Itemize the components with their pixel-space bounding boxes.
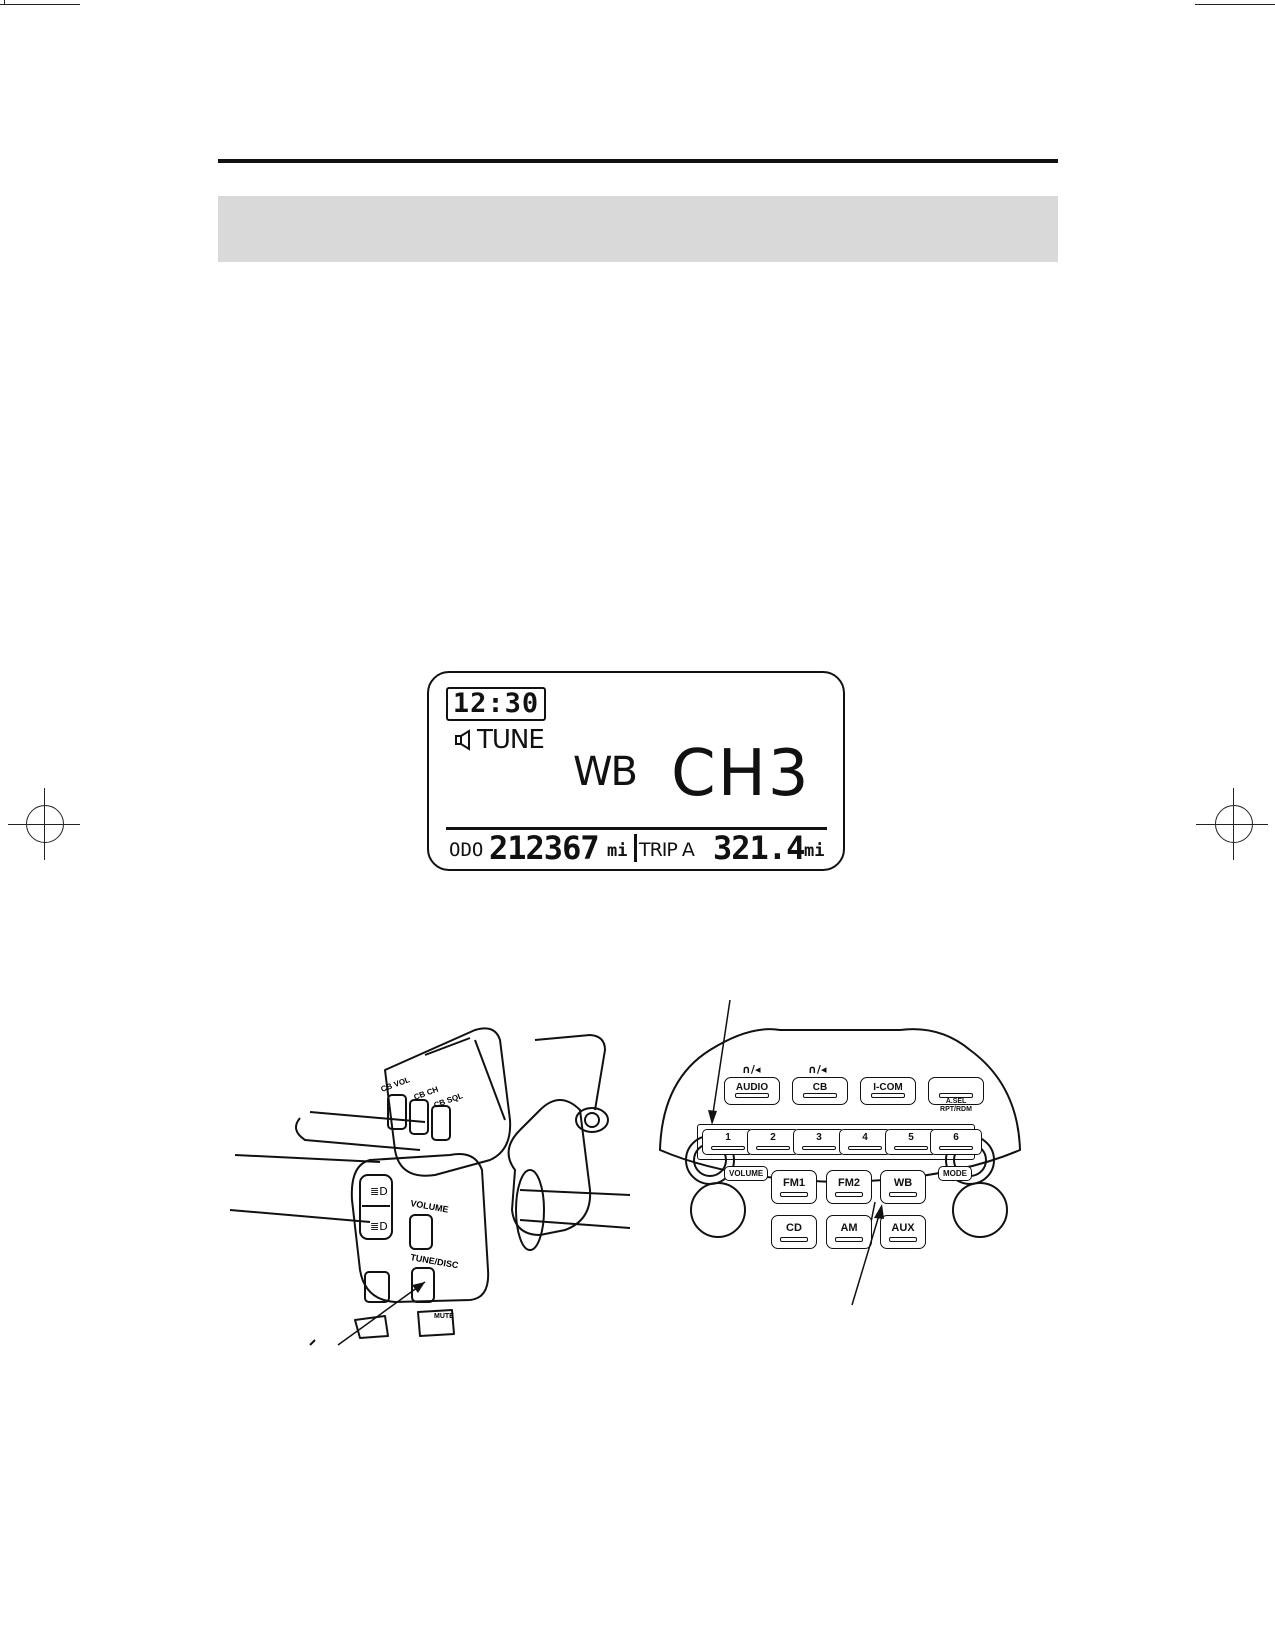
preset-button-6[interactable]: 6	[930, 1129, 982, 1155]
preset-button-2[interactable]: 2	[747, 1129, 799, 1155]
odometer-unit: mi	[607, 841, 628, 861]
trip-label: TRIP A	[639, 839, 695, 861]
i-com-button[interactable]: I-COM	[860, 1077, 916, 1105]
a-sel-rpt-rdm-button[interactable]: A.SEL RPT/RDM	[928, 1077, 984, 1113]
mode-label: TUNE	[477, 725, 545, 755]
lcd-display: 12:30 TUNE WB CH3 ODO 212367 mi TRIP A 3…	[427, 671, 845, 871]
clock-readout: 12:30	[446, 687, 546, 721]
am-button[interactable]: AM	[826, 1215, 872, 1249]
preset-button-1[interactable]: 1	[702, 1129, 754, 1155]
headlight-high-icon: ≣D	[370, 1185, 388, 1198]
fm1-button[interactable]: FM1	[771, 1170, 817, 1204]
crop-mark-top-right	[1195, 4, 1275, 5]
crop-mark-top-left-v	[4, 0, 5, 4]
volume-label: VOLUME	[410, 1198, 450, 1215]
volume-tag: VOLUME	[724, 1166, 769, 1181]
registration-cross-right-h	[1196, 824, 1268, 825]
cb-button[interactable]: CB	[792, 1077, 848, 1105]
headphone-speaker-icon: ∩/◂	[808, 1063, 827, 1076]
fm2-button[interactable]: FM2	[826, 1170, 872, 1204]
speaker-icon	[455, 729, 470, 751]
registration-cross-right-v	[1233, 788, 1234, 860]
aux-button[interactable]: AUX	[880, 1215, 926, 1249]
mode-tag: MODE	[938, 1166, 972, 1181]
trip-value: 321.4	[713, 829, 805, 867]
audio-button[interactable]: AUDIO	[724, 1077, 780, 1105]
headphone-speaker-icon: ∩/◂	[742, 1063, 761, 1076]
cb-vol-label: CB VOL	[380, 1075, 412, 1094]
header-rule	[218, 159, 1058, 163]
odometer-value: 212367	[489, 829, 600, 867]
header-band	[218, 196, 1058, 262]
wb-button[interactable]: WB	[880, 1170, 926, 1204]
cd-button[interactable]: CD	[771, 1215, 817, 1249]
lcd-divider	[446, 827, 827, 830]
crop-mark-top-left	[0, 4, 80, 5]
band-label: WB	[573, 749, 638, 795]
preset-button-3[interactable]: 3	[793, 1129, 845, 1155]
wb-callout-arrow	[851, 1204, 884, 1306]
trip-unit: mi	[804, 841, 825, 861]
registration-cross-left-v	[44, 788, 45, 860]
mode-knob[interactable]	[952, 1182, 1008, 1238]
mute-label: MUTE	[434, 1313, 454, 1320]
preset-button-4[interactable]: 4	[839, 1129, 891, 1155]
odometer-label: ODO	[449, 839, 484, 861]
headlight-low-icon: ≣D	[370, 1220, 388, 1233]
channel-readout: CH3	[671, 737, 811, 811]
volume-knob[interactable]	[690, 1182, 746, 1238]
lcd-separator	[634, 834, 637, 862]
handlebar-switch-illustration: CB VOL CB CH CB SQL VOLUME TUNE/DISC MUT…	[229, 1027, 631, 1346]
